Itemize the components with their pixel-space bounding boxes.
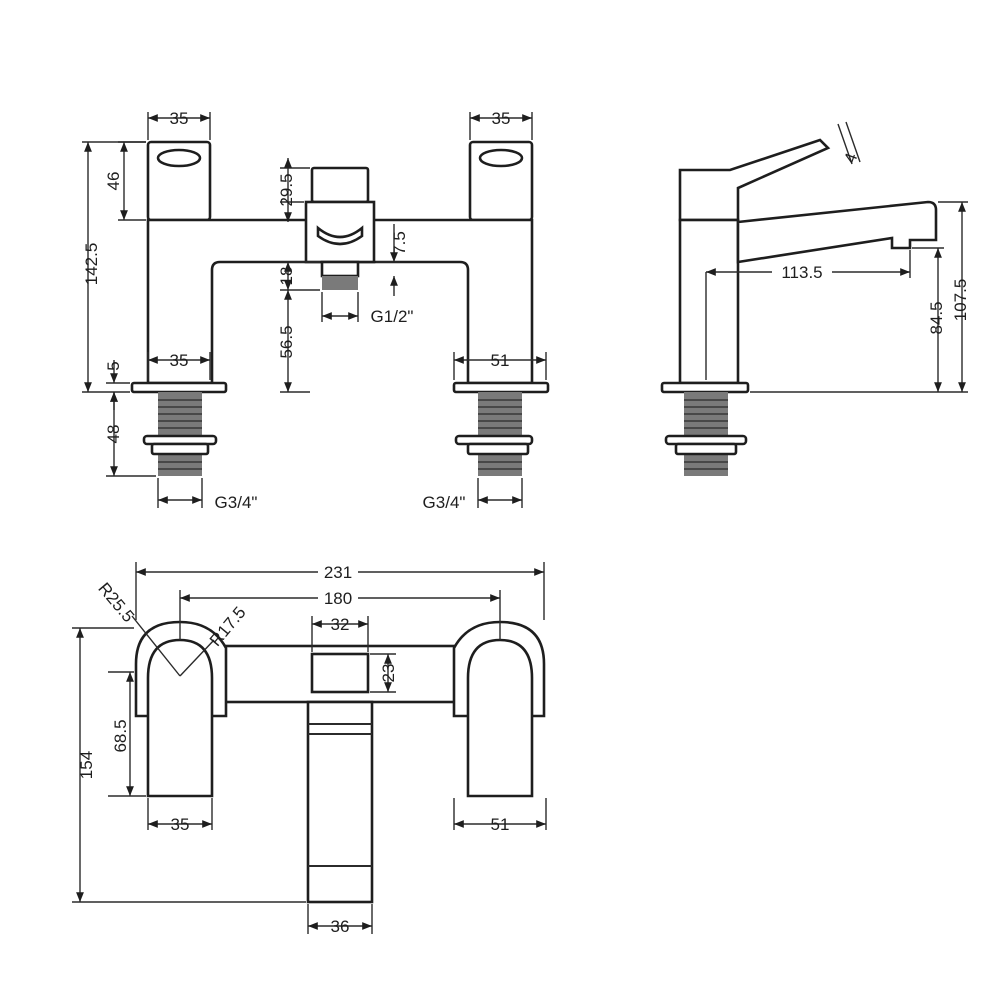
plan-right-handle [466, 638, 534, 798]
front-left-shank [158, 392, 202, 476]
dim-front-diverter-height: 29.5 [277, 173, 296, 206]
dim-front-handle-width-left: 35 [170, 109, 189, 128]
front-diverter-knob [310, 166, 370, 204]
front-right-baseplate [452, 381, 550, 394]
side-spout [736, 200, 938, 264]
front-outlet-thread [322, 276, 358, 290]
dim-front-shank-thread-left: G3/4" [215, 493, 258, 512]
side-shank [684, 392, 728, 476]
front-aerator [316, 225, 364, 246]
dim-plan-overall-width: 231 [324, 563, 352, 582]
plan-view: R25.5 R17.5 231 180 32 23 68.5 [72, 562, 547, 936]
front-left-handle-slot [156, 148, 202, 168]
dim-side-handle-angle: 4 [840, 150, 861, 165]
plan-diverter [310, 652, 370, 694]
front-view: 35 35 46 142.5 29.5 7.5 18 56.5 [82, 109, 550, 512]
dim-front-base-plate: 5 [104, 361, 123, 370]
dim-front-outlet-thread: G1/2" [371, 307, 414, 326]
front-left-baseplate [130, 381, 228, 394]
front-right-handle-slot [478, 148, 524, 168]
front-right-nut [466, 442, 530, 456]
plan-spout [306, 700, 374, 904]
front-outlet-neck [320, 260, 360, 278]
plan-left-handle [146, 638, 214, 798]
dim-side-top-height: 107.5 [951, 279, 970, 322]
dim-front-outlet-height: 18 [277, 267, 296, 286]
front-body [146, 218, 534, 385]
dim-plan-outer-radius: R25.5 [94, 579, 138, 626]
dim-plan-handle-depth: 68.5 [111, 719, 130, 752]
dim-plan-handle-width-left: 35 [171, 815, 190, 834]
side-nut [674, 442, 738, 456]
dim-side-spout-reach: 113.5 [781, 263, 822, 282]
dim-plan-spout-width: 36 [331, 917, 350, 936]
dim-front-handle-height: 46 [104, 172, 123, 191]
dim-front-base-left: 35 [170, 351, 189, 370]
front-right-shank [478, 392, 522, 476]
dim-plan-handle-width-right: 51 [491, 815, 510, 834]
dim-plan-overall-depth: 154 [77, 751, 96, 779]
side-handle-lever [678, 138, 831, 222]
dim-front-overall-height: 142.5 [82, 243, 101, 286]
front-left-nut [150, 442, 210, 456]
front-diverter-body [304, 200, 376, 264]
side-baseplate [660, 381, 750, 394]
dim-front-base-right: 51 [491, 351, 510, 370]
dim-plan-centres: 180 [324, 589, 352, 608]
dim-front-spout-clearance: 56.5 [277, 325, 296, 358]
dim-front-handle-width-right: 35 [492, 109, 511, 128]
dim-side-outlet-height: 84.5 [927, 301, 946, 334]
dim-plan-diverter-width: 32 [331, 615, 350, 634]
side-view: 4 113.5 84.5 107.5 [660, 121, 970, 476]
dim-front-shank-thread-right: G3/4" [423, 493, 466, 512]
dim-plan-inner-radius: R17.5 [206, 603, 250, 650]
dim-front-shank-length: 48 [104, 425, 123, 444]
dim-plan-diverter-depth: 23 [379, 664, 398, 683]
dim-front-diverter-offset: 7.5 [390, 231, 409, 255]
side-body [678, 218, 740, 385]
